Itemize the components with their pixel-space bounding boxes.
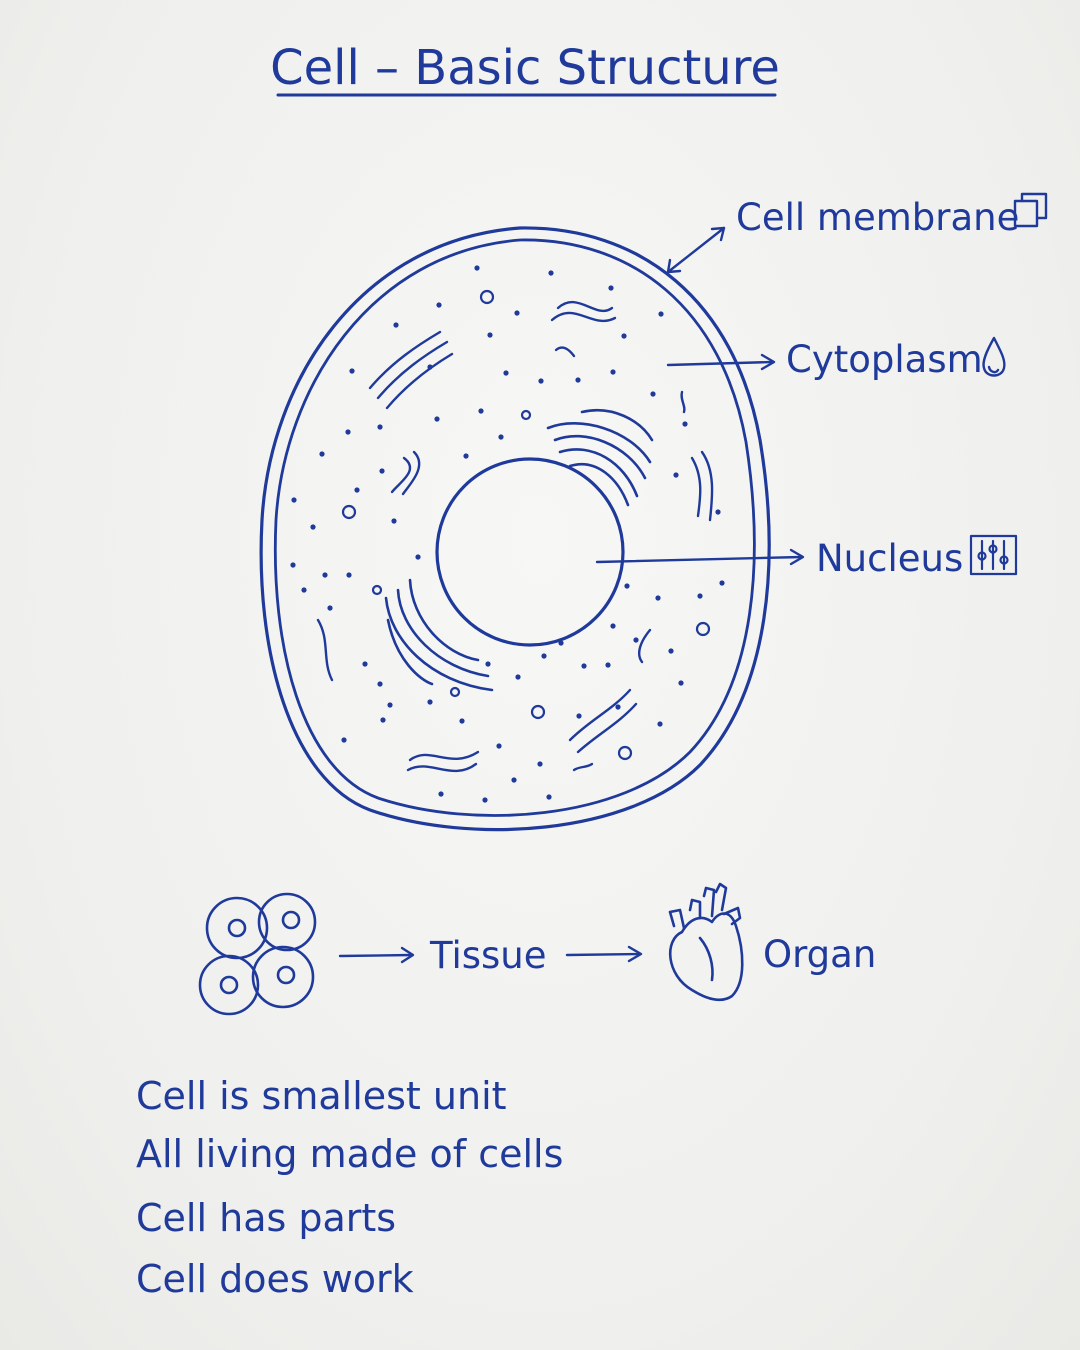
granule-dot xyxy=(576,713,582,719)
granule-dot xyxy=(615,704,621,710)
granule-dot xyxy=(362,661,368,667)
granule-dot xyxy=(605,662,611,668)
granule-dot xyxy=(655,595,661,601)
granule-dot xyxy=(438,791,444,797)
arrow-to-organ xyxy=(565,945,643,963)
sliders-icon xyxy=(969,534,1018,576)
granule-dot xyxy=(310,524,316,530)
endoplasmic-reticulum xyxy=(384,578,494,692)
granule-dot xyxy=(538,378,544,384)
note-line: Cell does work xyxy=(136,1257,414,1301)
granule-dot xyxy=(697,593,703,599)
granule-dot xyxy=(427,364,433,370)
granule-dot xyxy=(633,637,639,643)
arrow-to-tissue xyxy=(338,946,415,964)
granule-dot xyxy=(658,311,664,317)
granule-dot xyxy=(498,434,504,440)
granule-dot xyxy=(485,661,491,667)
granule-dot xyxy=(354,487,360,493)
granule-dot xyxy=(515,674,521,680)
vesicles xyxy=(341,289,711,761)
note-line: Cell is smallest unit xyxy=(136,1074,507,1118)
granule-dot xyxy=(377,681,383,687)
cytoplasm-callout: Cytoplasm xyxy=(666,336,1006,381)
granule-dot xyxy=(379,468,385,474)
cytoplasm-label: Cytoplasm xyxy=(786,338,983,381)
note-line: All living made of cells xyxy=(136,1132,563,1176)
granule-dot xyxy=(482,797,488,803)
granule-dot xyxy=(391,518,397,524)
note-line: Cell has parts xyxy=(136,1196,396,1240)
granule-dot xyxy=(610,623,616,629)
granule-dot xyxy=(301,587,307,593)
granule-dot xyxy=(541,653,547,659)
granule-dot xyxy=(393,322,399,328)
granule-dot xyxy=(514,310,520,316)
nucleus-callout: Nucleus xyxy=(595,534,1018,580)
granule-dot xyxy=(650,391,656,397)
organ-label: Organ xyxy=(763,933,876,976)
granule-dot xyxy=(682,421,688,427)
granule-dot xyxy=(478,408,484,414)
tissue-label: Tissue xyxy=(429,934,547,977)
granule-dot xyxy=(503,370,509,376)
granule-dot xyxy=(621,333,627,339)
granule-dot xyxy=(327,605,333,611)
granule-dot xyxy=(291,497,297,503)
membrane-box-icon xyxy=(1013,192,1048,228)
cytoplasm-granules xyxy=(290,265,725,803)
granule-dot xyxy=(546,794,552,800)
granule-dot xyxy=(496,743,502,749)
granule-dot xyxy=(537,761,543,767)
page-title: Cell – Basic Structure xyxy=(270,40,780,96)
granule-dot xyxy=(719,580,725,586)
granule-dot xyxy=(610,369,616,375)
granule-dot xyxy=(678,680,684,686)
nucleus xyxy=(435,457,625,647)
membrane-label: Cell membrane xyxy=(736,196,1019,239)
granule-dot xyxy=(673,472,679,478)
granule-dot xyxy=(463,453,469,459)
granule-dot xyxy=(668,648,674,654)
golgi-apparatus xyxy=(546,409,654,507)
granule-dot xyxy=(341,737,347,743)
granule-dot xyxy=(290,562,296,568)
granule-dot xyxy=(349,368,355,374)
mitochondria xyxy=(316,301,714,773)
granule-dot xyxy=(436,302,442,308)
granule-dot xyxy=(319,451,325,457)
granule-dot xyxy=(657,721,663,727)
granule-dot xyxy=(387,702,393,708)
cell-cluster-icon xyxy=(198,892,317,1016)
droplet-icon xyxy=(982,336,1006,377)
granule-dot xyxy=(608,285,614,291)
granule-dot xyxy=(624,583,630,589)
granule-dot xyxy=(474,265,480,271)
membrane-callout: Cell membrane xyxy=(666,192,1048,274)
granule-dot xyxy=(459,718,465,724)
granule-dot xyxy=(380,717,386,723)
granule-dot xyxy=(427,699,433,705)
granule-dot xyxy=(581,663,587,669)
granule-dot xyxy=(558,640,564,646)
granule-dot xyxy=(548,270,554,276)
granule-dot xyxy=(715,509,721,515)
granule-dot xyxy=(575,377,581,383)
heart-icon xyxy=(668,882,744,1002)
granule-dot xyxy=(345,429,351,435)
cell-membrane xyxy=(259,226,771,832)
granule-dot xyxy=(434,416,440,422)
granule-dot xyxy=(346,572,352,578)
granule-dot xyxy=(322,572,328,578)
granule-dot xyxy=(511,777,517,783)
granule-dot xyxy=(487,332,493,338)
nucleus-label: Nucleus xyxy=(816,537,963,580)
granule-dot xyxy=(415,554,421,560)
granule-dot xyxy=(377,424,383,430)
